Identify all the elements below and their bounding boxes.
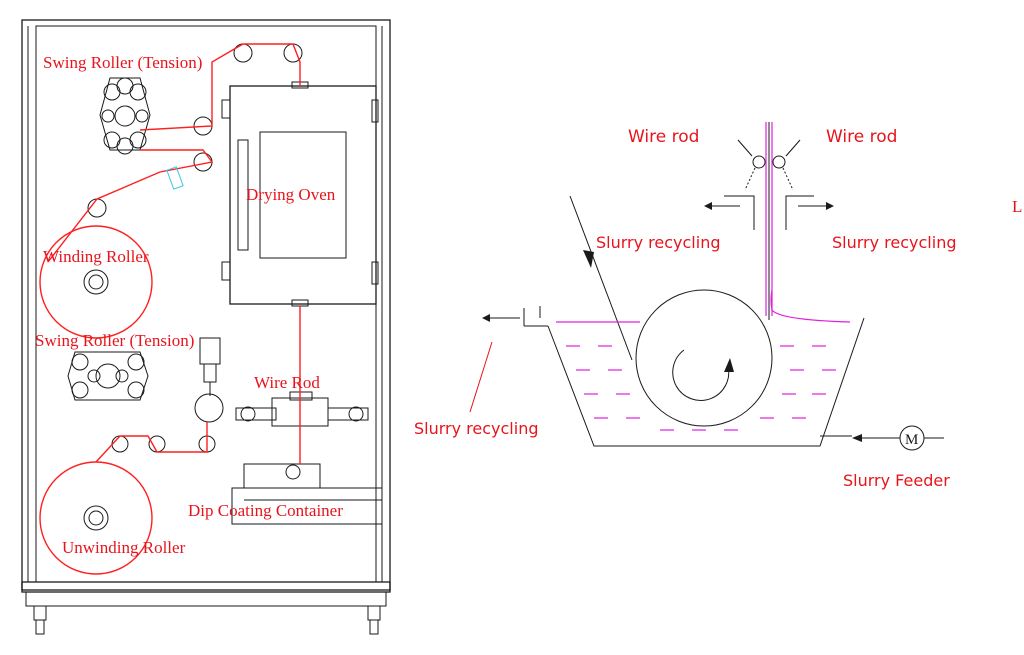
- immersion-roller: [635, 289, 773, 427]
- label-dip-coating-container: Dip Coating Container: [188, 501, 343, 520]
- unwinding-roller: [39, 461, 153, 575]
- label-wire-rod: Wire Rod: [254, 373, 320, 392]
- label-slurry-recycling-right: Slurry recycling: [832, 233, 957, 252]
- label-swing-roller-top: Swing Roller (Tension): [43, 53, 202, 72]
- coating-machine-drawing: Swing Roller (Tension) Drying Oven Windi…: [21, 19, 391, 635]
- tray-right: [785, 195, 814, 230]
- drying-oven: [221, 81, 379, 307]
- label-swing-roller-bottom: Swing Roller (Tension): [35, 331, 194, 350]
- wire-rod-assembly: [235, 391, 369, 446]
- tray-left: [724, 195, 755, 230]
- winding-roller: [39, 225, 153, 339]
- cabinet-frame: [21, 19, 391, 591]
- caster-right: [367, 605, 381, 635]
- label-slurry-recycling-bottom: Slurry recycling: [414, 419, 539, 438]
- feeder-arrow-icon: [852, 434, 862, 442]
- tension-cylinder: [199, 337, 221, 396]
- swing-roller-bottom: [67, 351, 149, 401]
- web-path: [47, 43, 301, 464]
- label-slurry-recycling-left: Slurry recycling: [596, 233, 721, 252]
- slurry-tank: [547, 317, 865, 447]
- label-wire-rod-left: Wire rod: [628, 127, 699, 147]
- caster-left: [33, 605, 47, 635]
- label-drying-oven: Drying Oven: [246, 185, 336, 204]
- rotation-arrow-icon: [724, 358, 734, 372]
- label-wire-rod-right: Wire rod: [826, 127, 897, 147]
- wire-rod-left: [752, 155, 766, 169]
- slurry-fill: [566, 345, 836, 431]
- label-slurry-feeder: Slurry Feeder: [843, 471, 950, 490]
- label-winding-roller: Winding Roller: [43, 247, 149, 266]
- dip-coater-schematic: M Wire rod Wire rod Slurry recycling Slu…: [414, 122, 1022, 490]
- label-unwinding-roller: Unwinding Roller: [62, 538, 186, 557]
- dip-coating-container: [231, 463, 383, 525]
- motor-label: M: [905, 432, 918, 448]
- sensor-marker: [166, 166, 184, 190]
- label-edge-fragment: L: [1012, 197, 1022, 216]
- swing-roller-top: [99, 77, 151, 155]
- wire-rod-right: [772, 155, 786, 169]
